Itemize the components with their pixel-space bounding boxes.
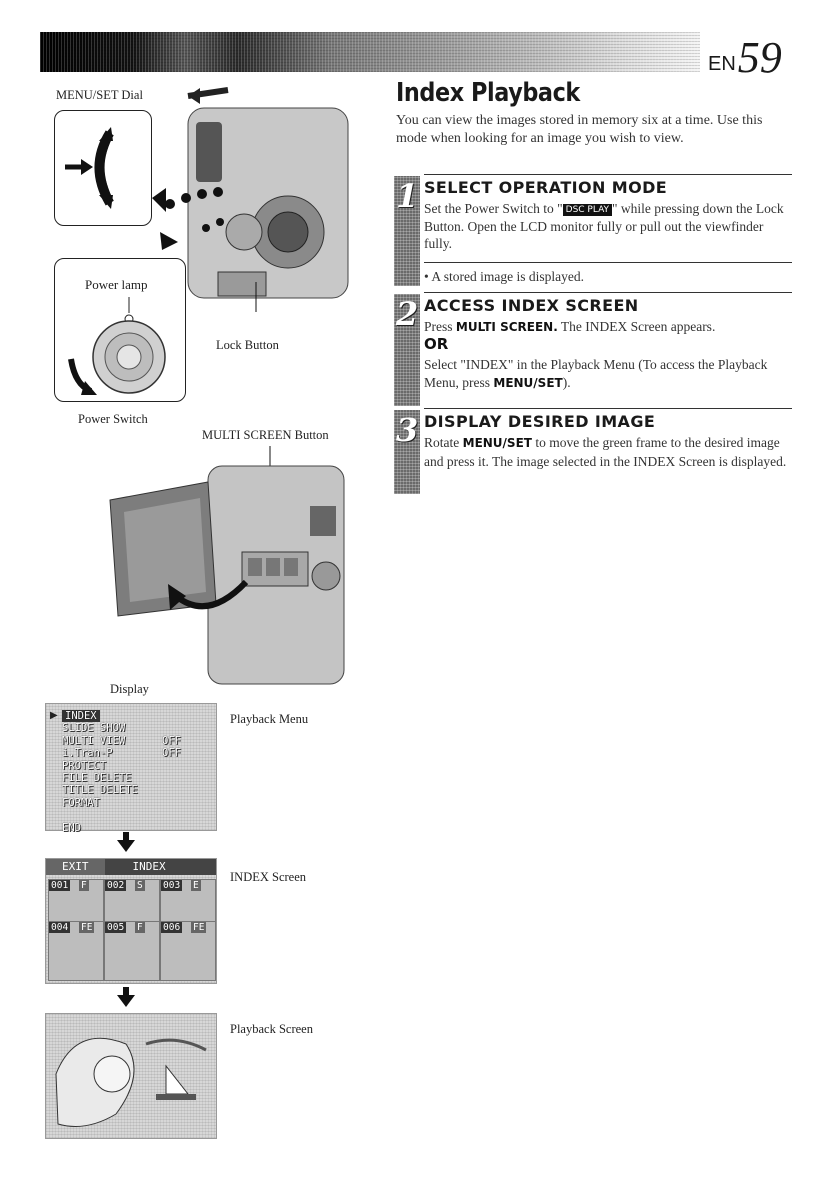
step-1: 1 SELECT OPERATION MODE Set the Power Sw… (394, 174, 792, 290)
display-label: Display (110, 682, 149, 696)
playback-image-illustration (55, 1037, 207, 1127)
note-rule (424, 262, 792, 263)
power-switch-label: Power Switch (78, 412, 148, 426)
power-switch-detail-box: Power lamp (54, 258, 186, 402)
dial-icon (65, 127, 116, 209)
menu-item-index: INDEX (62, 710, 212, 722)
index-screen-caption: INDEX Screen (230, 870, 307, 884)
step-note: • A stored image is displayed. (424, 269, 584, 284)
lock-button-label: Lock Button (216, 338, 279, 352)
step-2: 2 ACCESS INDEX SCREEN Press MULTI SCREEN… (394, 292, 792, 408)
dsc-play-badge: DSC PLAY (562, 204, 613, 216)
step-number-bar (394, 176, 420, 286)
step-3: 3 DISPLAY DESIRED IMAGE Rotate MENU/SET … (394, 408, 792, 494)
playback-menu-caption: Playback Menu (230, 712, 309, 726)
menu-item-slide-show: SLIDE SHOW (62, 722, 126, 735)
page-number-value: 59 (737, 33, 782, 82)
section-title: Index Playback (396, 78, 580, 108)
playback-screen (45, 1013, 217, 1139)
index-title-label: INDEX (132, 860, 166, 873)
step-rule (424, 292, 792, 293)
playback-screen-caption: Playback Screen (230, 1022, 313, 1036)
page-number: EN 59 (708, 30, 782, 80)
language-code: EN (708, 53, 736, 75)
intro-text: You can view the images stored in memory… (396, 113, 763, 146)
header-band (40, 32, 700, 72)
step-number: 3 (396, 411, 419, 449)
menu-item-end: END (62, 821, 81, 834)
step-rule (424, 408, 792, 409)
step-body: Press MULTI SCREEN. The INDEX Screen app… (424, 319, 716, 334)
menu-item-file-delete: FILE DELETE (62, 772, 132, 785)
down-arrow-icon (117, 987, 135, 1007)
step-body-alt: Select "INDEX" in the Playback Menu (To … (424, 357, 768, 390)
menu-item-title-delete: TITLE DELETE (62, 784, 138, 797)
index-screen-header: EXIT INDEX (46, 859, 216, 875)
menu-item-format: FORMAT (62, 796, 100, 809)
or-label: OR (424, 335, 449, 353)
down-arrow-icon (117, 832, 135, 852)
step-heading: ACCESS INDEX SCREEN (424, 296, 639, 315)
power-switch-icon (68, 297, 166, 395)
step-body: Rotate MENU/SET to move the green frame … (424, 435, 787, 469)
menu-cursor-icon: ▶ (50, 710, 58, 721)
menu-item-spacer (62, 809, 212, 821)
step-body: Set the Power Switch to "DSC PLAY" while… (424, 201, 784, 251)
camcorder-lcd-open-illustration (109, 446, 345, 685)
dial-detail-box (54, 110, 152, 226)
power-lamp-label: Power lamp (85, 277, 148, 292)
multi-screen-button-label: MULTI SCREEN Button (202, 428, 329, 442)
camcorder-top-illustration (152, 87, 349, 312)
step-number-bar (394, 410, 420, 494)
step-heading: DISPLAY DESIRED IMAGE (424, 412, 656, 431)
step-heading: SELECT OPERATION MODE (424, 178, 668, 197)
step-number-bar (394, 294, 420, 406)
index-exit-label: EXIT (46, 859, 105, 875)
step-rule (424, 174, 792, 175)
step-number: 1 (396, 177, 419, 215)
menu-set-dial-label: MENU/SET Dial (56, 88, 143, 102)
step-number: 2 (396, 295, 419, 333)
menu-item-protect: PROTECT (62, 759, 107, 772)
